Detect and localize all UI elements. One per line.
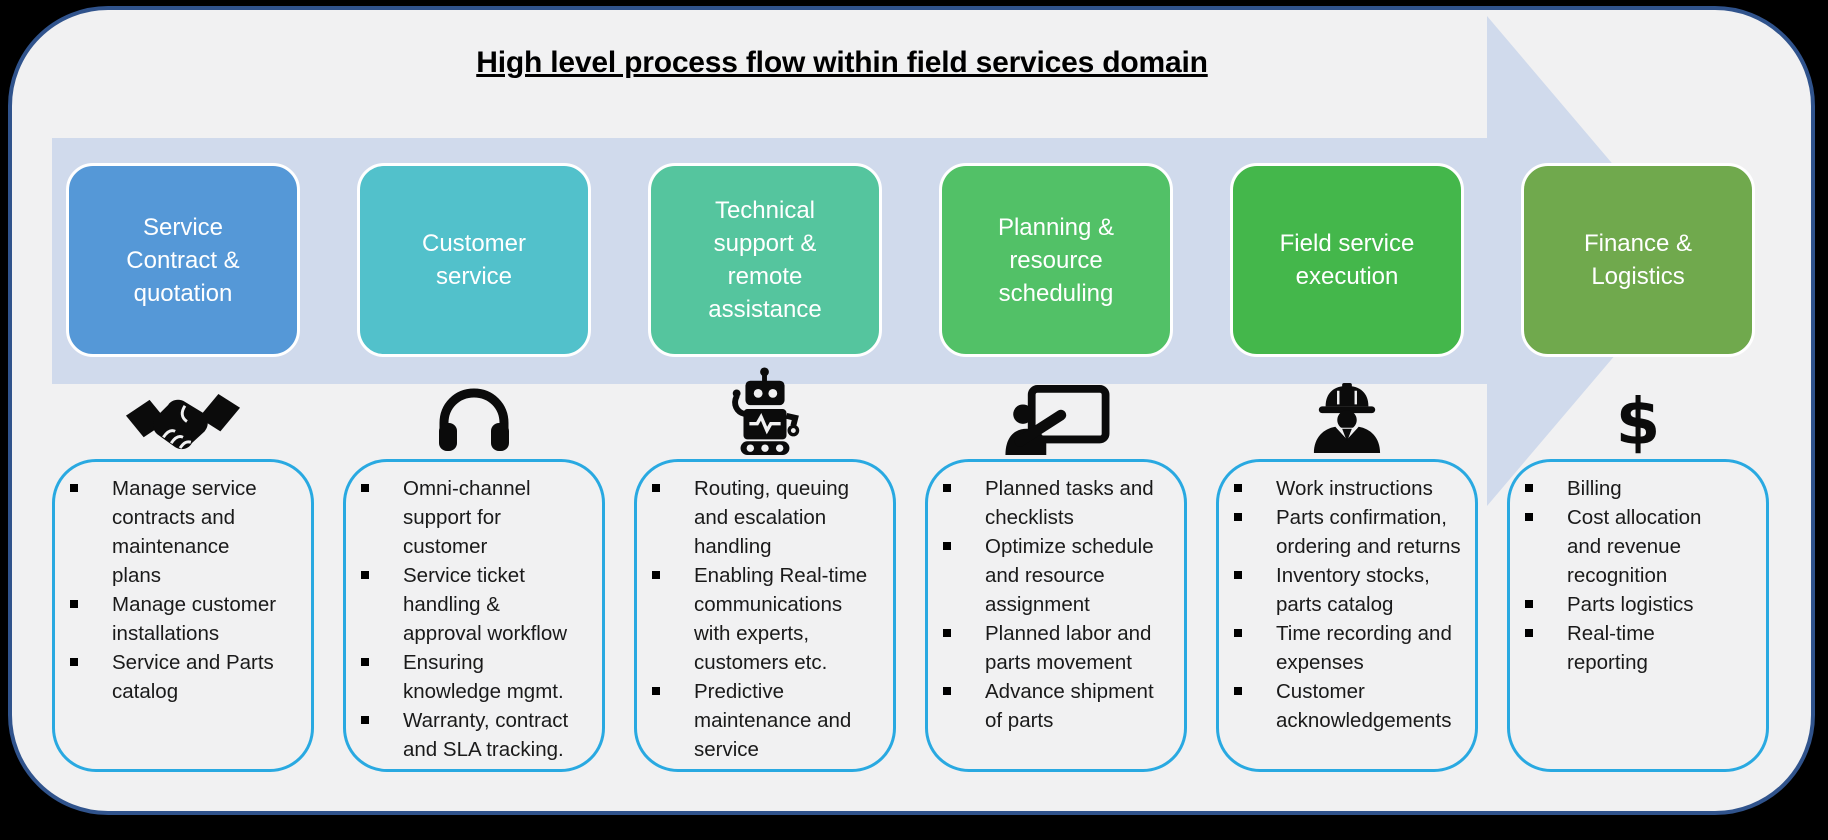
bullet-square-icon: [1234, 629, 1242, 637]
list-item: Work instructions: [1234, 474, 1469, 503]
stage-details-box: Routing, queuing and escalation handling…: [634, 459, 896, 772]
dollar-icon: $: [1616, 383, 1661, 455]
bullet-square-icon: [1234, 484, 1242, 492]
stage-column-planning-scheduling: Planning & resource scheduling Planned t…: [925, 10, 1187, 772]
list-item-text: Ensuring knowledge mgmt.: [403, 651, 564, 703]
list-item: Parts confirmation, ordering and returns: [1234, 503, 1469, 561]
list-item-text: Routing, queuing and escalation handling: [694, 477, 850, 558]
list-item-text: Inventory stocks, parts catalog: [1276, 564, 1430, 616]
list-item-text: Real-time reporting: [1567, 622, 1655, 674]
list-item-text: Planned tasks and checklists: [985, 477, 1154, 529]
list-item: Warranty, contract and SLA tracking.: [361, 706, 596, 764]
bullet-square-icon: [943, 687, 951, 695]
list-item-text: Manage service contracts and maintenance…: [112, 477, 257, 587]
list-item-text: Service and Parts catalog: [112, 651, 274, 703]
bullet-square-icon: [1234, 513, 1242, 521]
bullet-square-icon: [361, 571, 369, 579]
list-item: Service ticket handling & approval workf…: [361, 561, 596, 648]
list-item-text: Omni-channel support for customer: [403, 477, 531, 558]
list-item: Inventory stocks, parts catalog: [1234, 561, 1469, 619]
worker-icon: [1305, 383, 1389, 455]
list-item-text: Cost allocation and revenue recognition: [1567, 506, 1702, 587]
list-item-text: Enabling Real-time communications with e…: [694, 564, 868, 674]
stage-columns: Service Contract & quotation: [52, 10, 1769, 772]
bullet-square-icon: [1525, 629, 1533, 637]
bullet-square-icon: [943, 629, 951, 637]
list-item-text: Planned labor and parts movement: [985, 622, 1152, 674]
bullet-square-icon: [1234, 571, 1242, 579]
handshake-icon: [124, 383, 242, 455]
list-item: Omni-channel support for customer: [361, 474, 596, 561]
bullet-square-icon: [1525, 513, 1533, 521]
headphones-icon: [435, 383, 513, 455]
list-item: Planned labor and parts movement: [943, 619, 1178, 677]
bullet-square-icon: [652, 571, 660, 579]
list-item-text: Service ticket handling & approval workf…: [403, 564, 568, 645]
bullet-square-icon: [1234, 687, 1242, 695]
bullet-square-icon: [1525, 600, 1533, 608]
list-item-text: Parts logistics: [1567, 593, 1694, 616]
stage-box: Field service execution: [1230, 163, 1464, 357]
list-item-text: Work instructions: [1276, 477, 1433, 500]
stage-box: Customer service: [357, 163, 591, 357]
list-item-text: Warranty, contract and SLA tracking.: [403, 709, 569, 761]
bullet-square-icon: [652, 484, 660, 492]
bullet-square-icon: [361, 716, 369, 724]
stage-column-customer-service: Customer service Omni-channel support fo…: [343, 10, 605, 772]
list-item: Enabling Real-time communications with e…: [652, 561, 887, 677]
list-item-text: Optimize schedule and resource assignmen…: [985, 535, 1154, 616]
list-item: Customer acknowledgements: [1234, 677, 1469, 735]
list-item-text: Customer acknowledgements: [1276, 680, 1452, 732]
stage-details-box: Planned tasks and checklists Optimize sc…: [925, 459, 1187, 772]
list-item-text: Parts confirmation, ordering and returns: [1276, 506, 1461, 558]
stage-details-box: Billing Cost allocation and revenue reco…: [1507, 459, 1769, 772]
stage-column-field-execution: Field service execution Work instruct: [1216, 10, 1478, 772]
list-item: Real-time reporting: [1525, 619, 1760, 677]
list-item: Time recording and expenses: [1234, 619, 1469, 677]
list-item: Optimize schedule and resource assignmen…: [943, 532, 1178, 619]
stage-details-box: Work instructions Parts confirmation, or…: [1216, 459, 1478, 772]
list-item: Ensuring knowledge mgmt.: [361, 648, 596, 706]
list-item-text: Time recording and expenses: [1276, 622, 1452, 674]
robot-icon: [728, 367, 802, 455]
bullet-square-icon: [361, 658, 369, 666]
list-item: Advance shipment of parts: [943, 677, 1178, 735]
bullet-square-icon: [70, 600, 78, 608]
presenter-icon: [1001, 383, 1111, 455]
list-item: Manage service contracts and maintenance…: [70, 474, 305, 590]
stage-details-box: Omni-channel support for customer Servic…: [343, 459, 605, 772]
list-item-text: Manage customer installations: [112, 593, 277, 645]
list-item: Service and Parts catalog: [70, 648, 305, 706]
list-item: Billing: [1525, 474, 1760, 503]
stage-box: Service Contract & quotation: [66, 163, 300, 357]
list-item: Manage customer installations: [70, 590, 305, 648]
bullet-square-icon: [70, 484, 78, 492]
list-item: Cost allocation and revenue recognition: [1525, 503, 1760, 590]
bullet-square-icon: [652, 687, 660, 695]
bullet-square-icon: [70, 658, 78, 666]
stage-column-service-contract: Service Contract & quotation: [52, 10, 314, 772]
stage-column-finance-logistics: Finance & Logistics $ Billing Cost alloc…: [1507, 10, 1769, 772]
bullet-square-icon: [943, 542, 951, 550]
stage-column-technical-support: Technical support & remote assistance: [634, 10, 896, 772]
bullet-square-icon: [361, 484, 369, 492]
list-item-text: Predictive maintenance and service: [694, 680, 852, 761]
bullet-square-icon: [943, 484, 951, 492]
stage-box: Planning & resource scheduling: [939, 163, 1173, 357]
bullet-square-icon: [1525, 484, 1533, 492]
list-item: Predictive maintenance and service: [652, 677, 887, 764]
list-item-text: Billing: [1567, 477, 1622, 500]
stage-box: Technical support & remote assistance: [648, 163, 882, 357]
slide-frame: High level process flow within field ser…: [8, 6, 1815, 815]
stage-box: Finance & Logistics: [1521, 163, 1755, 357]
list-item: Planned tasks and checklists: [943, 474, 1178, 532]
stage-details-box: Manage service contracts and maintenance…: [52, 459, 314, 772]
list-item: Parts logistics: [1525, 590, 1760, 619]
list-item: Routing, queuing and escalation handling: [652, 474, 887, 561]
list-item-text: Advance shipment of parts: [985, 680, 1154, 732]
dollar-glyph: $: [1615, 386, 1661, 460]
